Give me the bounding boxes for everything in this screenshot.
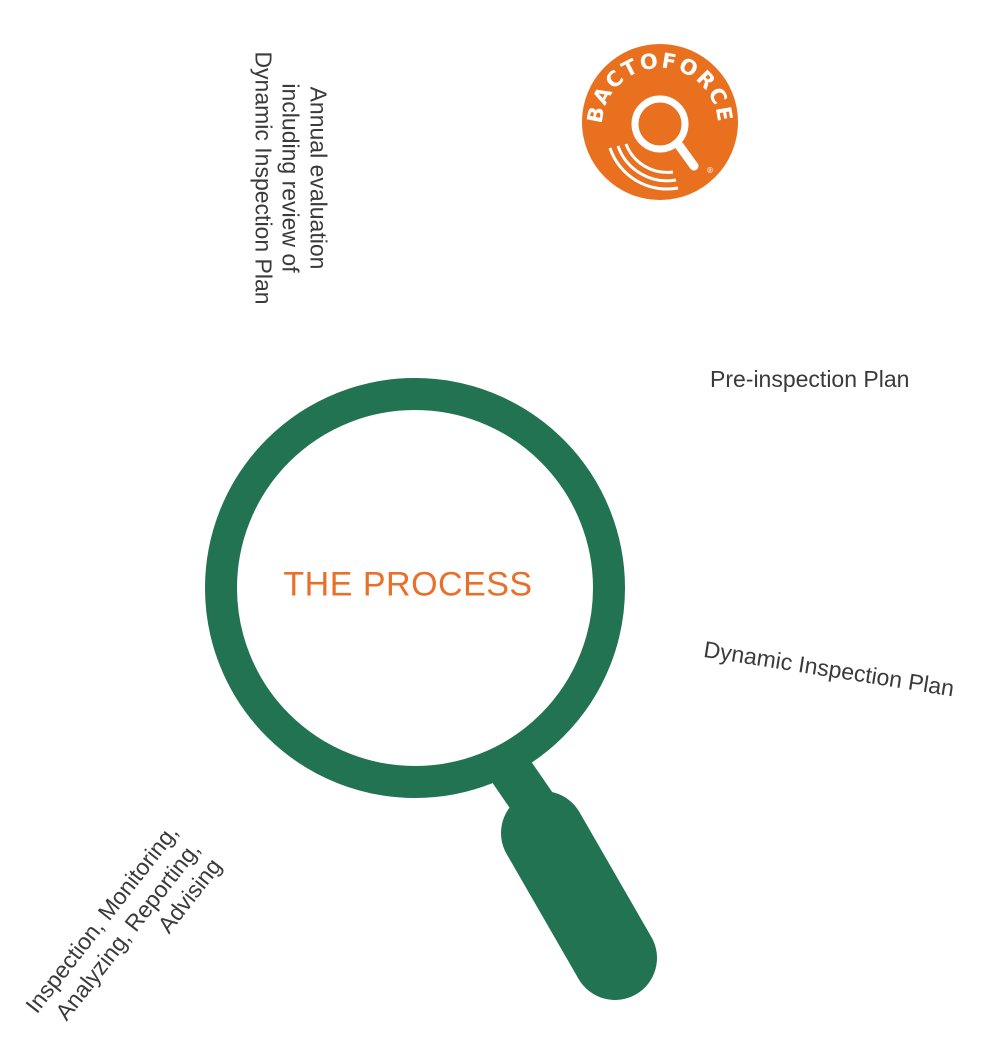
pre-inspection-plan-label: Pre-inspection Plan [710, 366, 909, 394]
annual-line-1: Annual evaluation [305, 86, 332, 270]
magnifier-handle [501, 791, 657, 1000]
magnifier-lens-ring [205, 378, 625, 798]
pre-inspection-text: Pre-inspection Plan [710, 366, 910, 392]
registered-mark: ® [706, 166, 714, 175]
annual-line-2: including review of [277, 83, 304, 273]
bactoforce-logo: BACTOFORCE ® [582, 44, 738, 200]
process-title: THE PROCESS [283, 565, 533, 604]
annual-line-3: Dynamic Inspection Plan [250, 51, 277, 305]
annual-evaluation-label: Annual evaluation including review of Dy… [249, 51, 332, 305]
